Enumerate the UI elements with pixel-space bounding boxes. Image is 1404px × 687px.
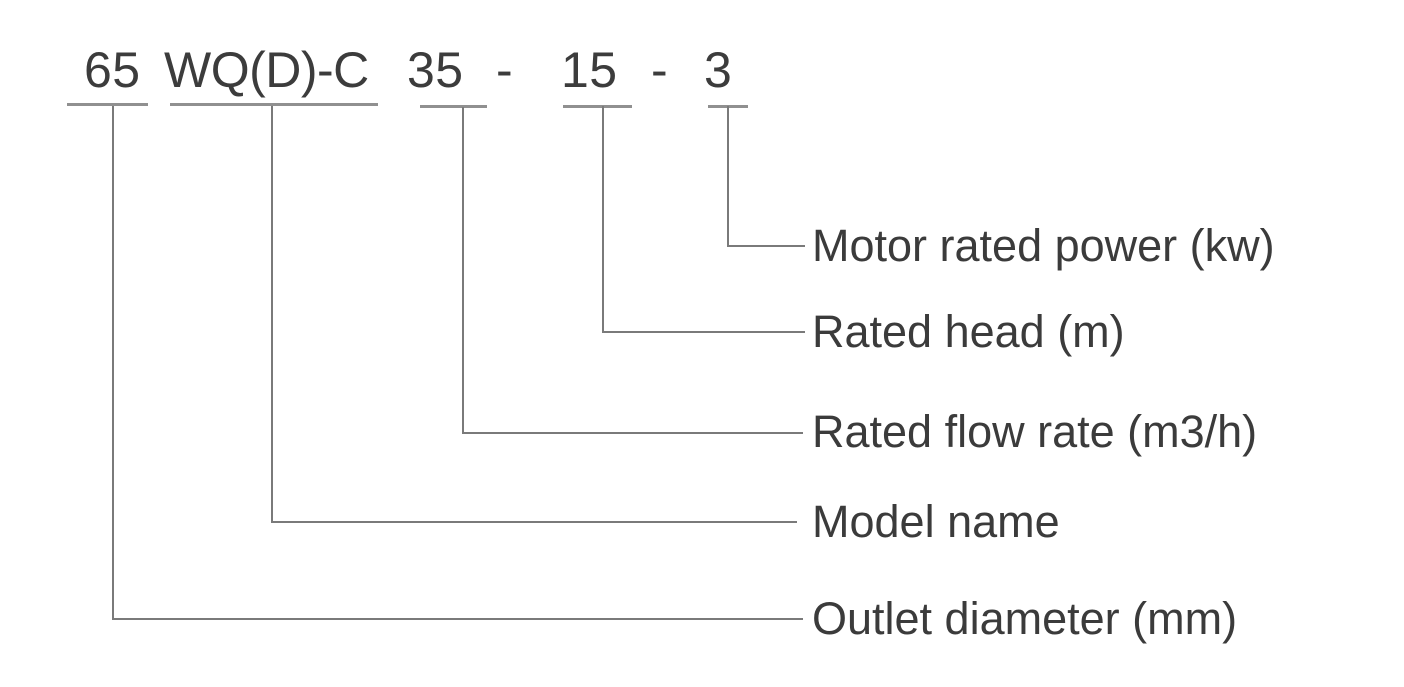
label-outlet-diameter: Outlet diameter (mm)	[812, 593, 1238, 644]
connector-model-name-vertical	[271, 106, 273, 523]
connector-outlet-diameter-horizontal	[112, 618, 803, 620]
connector-motor-power-horizontal	[727, 245, 805, 247]
code-separator-dash: -	[496, 42, 514, 98]
code-segment-model-name: WQ(D)-C	[164, 42, 369, 98]
label-model-name: Model name	[812, 496, 1060, 547]
connector-flow-rate-horizontal	[462, 432, 803, 434]
underline-outlet-diameter	[67, 103, 148, 106]
connector-rated-head-vertical	[602, 106, 604, 333]
code-separator-dash: -	[651, 42, 669, 98]
connector-motor-power-vertical	[727, 106, 729, 247]
label-rated-flow-rate: Rated flow rate (m3/h)	[812, 406, 1258, 457]
code-segment-rated-head: 15	[561, 42, 618, 98]
underline-model-name	[170, 103, 378, 106]
underline-rated-head	[563, 105, 632, 108]
label-motor-rated-power: Motor rated power (kw)	[812, 220, 1275, 271]
connector-outlet-diameter-vertical	[112, 106, 114, 620]
code-segment-motor-power: 3	[704, 42, 733, 98]
code-segment-outlet-diameter: 65	[84, 42, 141, 98]
connector-flow-rate-vertical	[462, 107, 464, 434]
connector-rated-head-horizontal	[602, 331, 805, 333]
underline-flow-rate	[420, 105, 487, 108]
connector-model-name-horizontal	[271, 521, 797, 523]
label-rated-head: Rated head (m)	[812, 306, 1125, 357]
code-segment-flow-rate: 35	[407, 42, 464, 98]
